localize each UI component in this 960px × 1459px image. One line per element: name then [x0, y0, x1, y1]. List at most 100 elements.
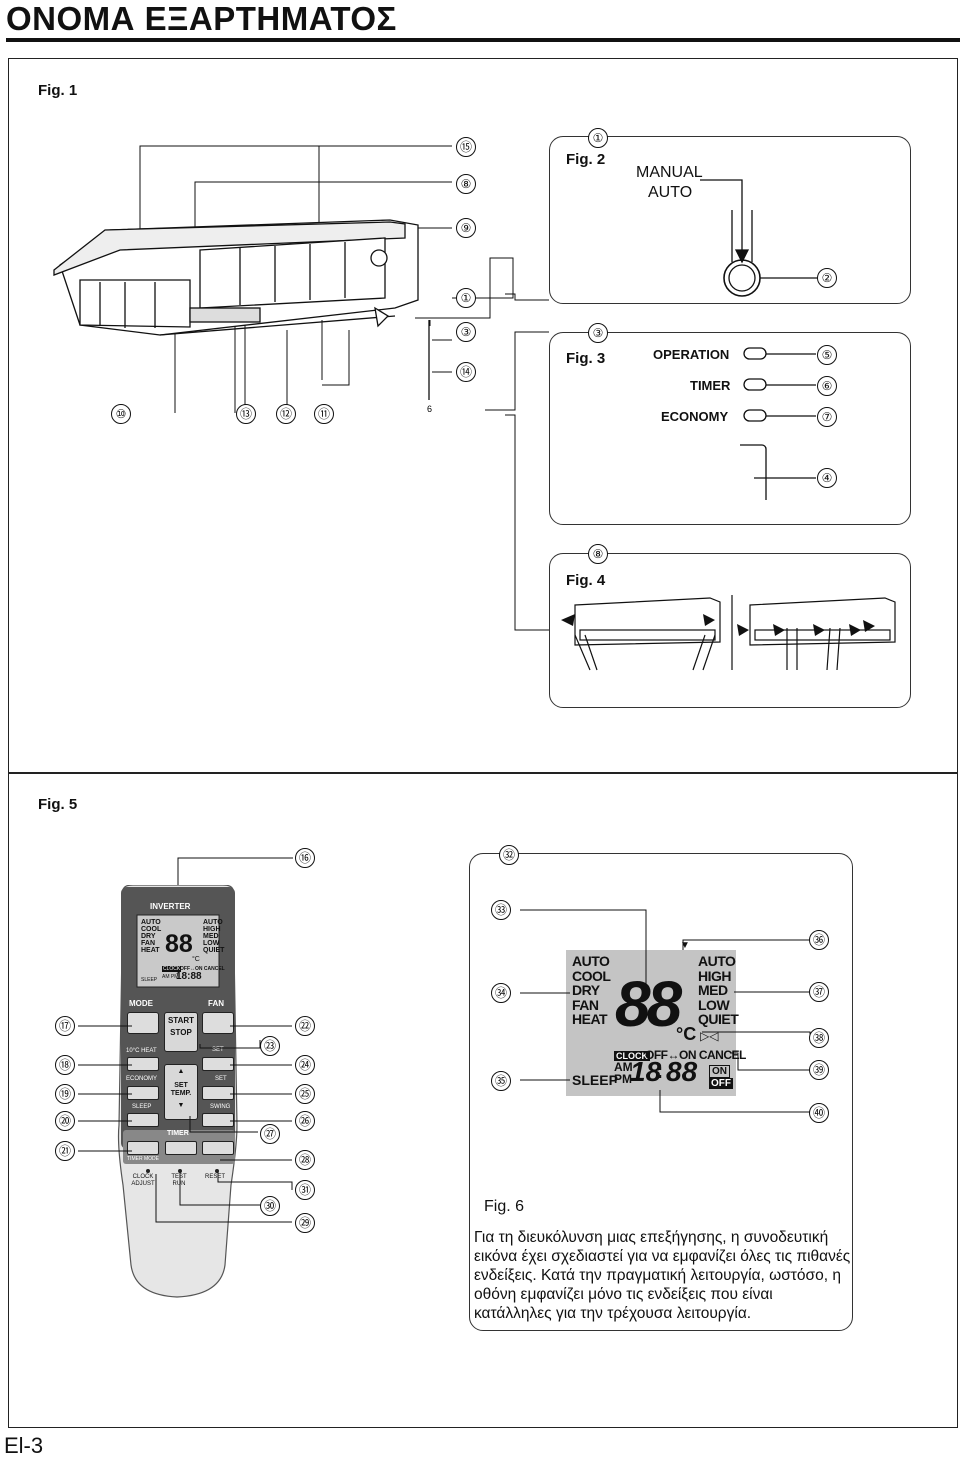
lcd-mode-auto: AUTO — [572, 953, 610, 969]
remote-swing-button[interactable] — [202, 1113, 234, 1127]
remote-economy-button[interactable] — [127, 1086, 159, 1100]
remote-timer-mode-caption: TIMER MODE — [127, 1156, 159, 1162]
auto-label: AUTO — [648, 184, 693, 201]
remote-timer-mode-button[interactable] — [127, 1141, 159, 1155]
remote-set-temp-button[interactable]: ▲ SET TEMP. ▼ — [164, 1064, 198, 1120]
fig3-callout-3: ③ — [588, 323, 608, 343]
remote-fan-high: HIGH — [203, 926, 221, 933]
callout-31: ㉛ — [295, 1180, 315, 1200]
fig5-label: Fig. 5 — [38, 796, 78, 813]
remote-temp-unit: °C — [192, 956, 200, 963]
svg-text:6: 6 — [427, 404, 432, 414]
set-temp-up-icon[interactable]: ▲ — [177, 1068, 185, 1075]
lcd-colon: : — [656, 1058, 664, 1083]
lcd-off-tag: OFF — [709, 1078, 733, 1089]
lcd-pm: PM — [614, 1072, 632, 1086]
callout-19: ⑲ — [55, 1084, 75, 1104]
callout-12: ⑫ — [276, 404, 296, 424]
remote-10c-heat-button[interactable] — [127, 1057, 159, 1071]
content-frame — [8, 58, 958, 1428]
manual-auto-button-drawing[interactable] — [690, 170, 830, 300]
remote-mode-cool: COOL — [141, 926, 162, 933]
lcd-callout-lines — [520, 909, 811, 1113]
economy-lamp-label: ECONOMY — [661, 409, 729, 424]
remote-stop-label: STOP — [170, 1028, 192, 1037]
remote-sleep-button[interactable] — [127, 1113, 159, 1127]
fig4-label: Fig. 4 — [566, 572, 606, 589]
callout-14: ⑭ — [456, 362, 476, 382]
callout-35: ㉟ — [491, 1071, 511, 1091]
callout-26: ㉖ — [295, 1111, 315, 1131]
lcd-mode-heat: HEAT — [572, 1011, 608, 1027]
fig6-label: Fig. 6 — [484, 1198, 525, 1215]
callout-33: ㉝ — [491, 900, 511, 920]
callout-25: ㉕ — [295, 1084, 315, 1104]
lcd-mode-dry: DRY — [572, 982, 600, 998]
remote-brand: INVERTER — [150, 902, 191, 911]
lcd-fan-auto: AUTO — [698, 953, 736, 969]
remote-start-stop-button[interactable]: START STOP — [164, 1012, 198, 1052]
lcd-fan-low: LOW — [698, 996, 730, 1013]
panel-connectors — [485, 293, 549, 631]
remote-fan-med: MED — [203, 933, 219, 940]
remote-fan-button[interactable] — [202, 1012, 234, 1034]
set-temp-down-icon[interactable]: ▼ — [177, 1102, 185, 1109]
fig3-callout-4: ④ — [817, 468, 837, 488]
remote-callout-lines — [78, 1025, 293, 1223]
callout-37: ㊲ — [809, 982, 829, 1002]
callout-8: ⑧ — [456, 174, 476, 194]
callout-36: ㊱ — [809, 930, 829, 950]
manual-label: MANUAL — [636, 164, 703, 181]
indicator-lamps-drawing — [740, 347, 816, 500]
filter-removal-drawing — [561, 595, 896, 671]
remote-leader-lines — [177, 857, 293, 890]
remote-clock-tag: CLOCK — [162, 966, 182, 972]
lcd-hour: 18 — [630, 1056, 662, 1087]
callout-24: ㉔ — [295, 1055, 315, 1075]
remote-mode-auto: AUTO — [141, 919, 161, 926]
page-title: ΟΝΟΜΑ ΕΞΑΡΤΗΜΑΤΟΣ — [6, 0, 397, 37]
remote-reset-button[interactable] — [215, 1169, 219, 1173]
remote-ampm: AM PM — [162, 974, 179, 980]
remote-horizontal-airflow-set-button[interactable] — [202, 1086, 234, 1100]
remote-timer-plus-button[interactable] — [202, 1141, 234, 1155]
remote-start-label: START — [167, 1016, 195, 1025]
remote-clock-adjust-caption: CLOCK ADJUST — [131, 1174, 155, 1187]
remote-set2-caption: SET — [215, 1076, 227, 1082]
callout-11: ⑪ — [314, 404, 334, 424]
remote-test-run-caption: TEST RUN — [171, 1174, 187, 1187]
callout-32: ㉜ — [499, 845, 519, 865]
callout-20: ⑳ — [55, 1111, 75, 1131]
fig3-callout-6: ⑥ — [817, 376, 837, 396]
remote-clock-adjust-button[interactable] — [146, 1169, 150, 1173]
lcd-fan-list: AUTO HIGH MED LOW QUIET — [698, 953, 739, 1027]
remote-fan-low: LOW — [203, 940, 220, 947]
remote-offon: OFF↔ON CANCEL — [180, 966, 225, 972]
remote-fan-auto: AUTO — [203, 919, 223, 926]
lcd-fan-med: MED — [698, 982, 728, 998]
title-rule — [6, 38, 960, 42]
callout-22: ㉒ — [295, 1016, 315, 1036]
remote-timer-minus-button[interactable] — [165, 1141, 197, 1155]
remote-fan-list: AUTO HIGH MED LOW QUIET — [203, 919, 224, 954]
fig3-callout-7: ⑦ — [817, 407, 837, 427]
remote-fan-caption: FAN — [208, 999, 224, 1008]
lcd-clock-tag: CLOCK — [614, 1051, 650, 1061]
lcd-on-tag: ON — [709, 1065, 730, 1078]
fig3-panel — [549, 332, 911, 525]
callout-39: ㊴ — [809, 1060, 829, 1080]
remote-test-run-button[interactable] — [178, 1169, 182, 1173]
callout-18: ⑱ — [55, 1055, 75, 1075]
lcd-am: AM — [614, 1060, 633, 1074]
remote-temp-digits: 88 — [165, 930, 193, 958]
remote-set1-caption: SET — [212, 1047, 224, 1053]
remote-mode-button[interactable] — [127, 1012, 159, 1034]
fig6-caption: Για τη διευκόλυνση μιας επεξήγησης, η συ… — [474, 1229, 851, 1322]
remote-mode-heat: HEAT — [141, 947, 160, 954]
remote-economy-caption: ECONOMY — [126, 1076, 158, 1082]
section-divider — [8, 772, 958, 774]
indoor-unit-body — [53, 219, 430, 400]
callout-15: ⑮ — [456, 137, 476, 157]
remote-mode-caption: MODE — [129, 999, 153, 1008]
remote-vertical-airflow-set-button[interactable] — [202, 1057, 234, 1071]
